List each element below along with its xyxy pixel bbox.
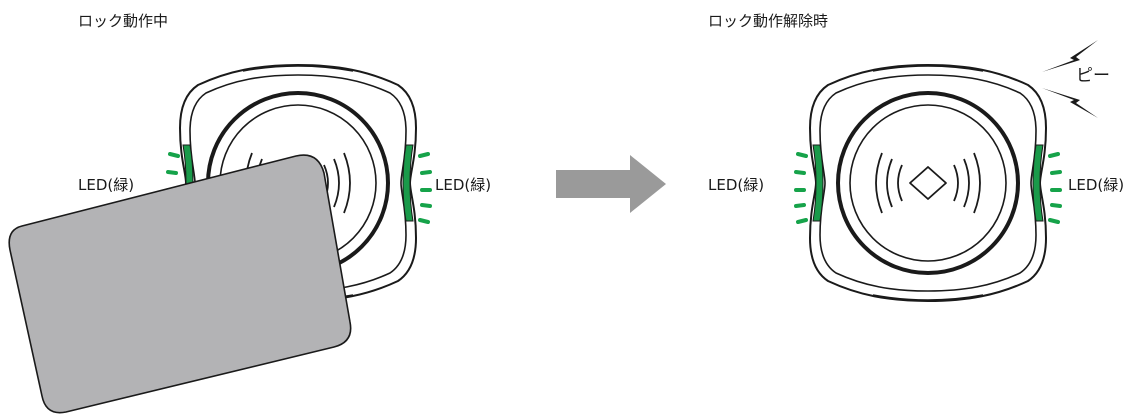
unlocked-led-left-label: LED(緑) [708, 176, 765, 194]
unlocked-panel-title: ロック動作解除時 [708, 12, 829, 30]
beep-text: ピー [1076, 66, 1110, 86]
locked-led-glow-right [418, 152, 432, 224]
unlocked-led-glow-right [1048, 152, 1062, 224]
locked-led-left-label: LED(緑) [78, 176, 135, 194]
locked-panel-title: ロック動作中 [78, 12, 169, 30]
unlocked-led-right-label: LED(緑) [1068, 176, 1125, 194]
lightning-bolt-icon-upper [1042, 40, 1098, 72]
locked-led-right-label: LED(緑) [435, 176, 492, 194]
unlocked-led-glow-left [794, 152, 808, 224]
lightning-bolt-icon-lower [1042, 88, 1098, 118]
right-arrow-icon [556, 155, 666, 213]
ic-card-icon [8, 154, 352, 414]
unlocked-reader [808, 63, 1048, 303]
